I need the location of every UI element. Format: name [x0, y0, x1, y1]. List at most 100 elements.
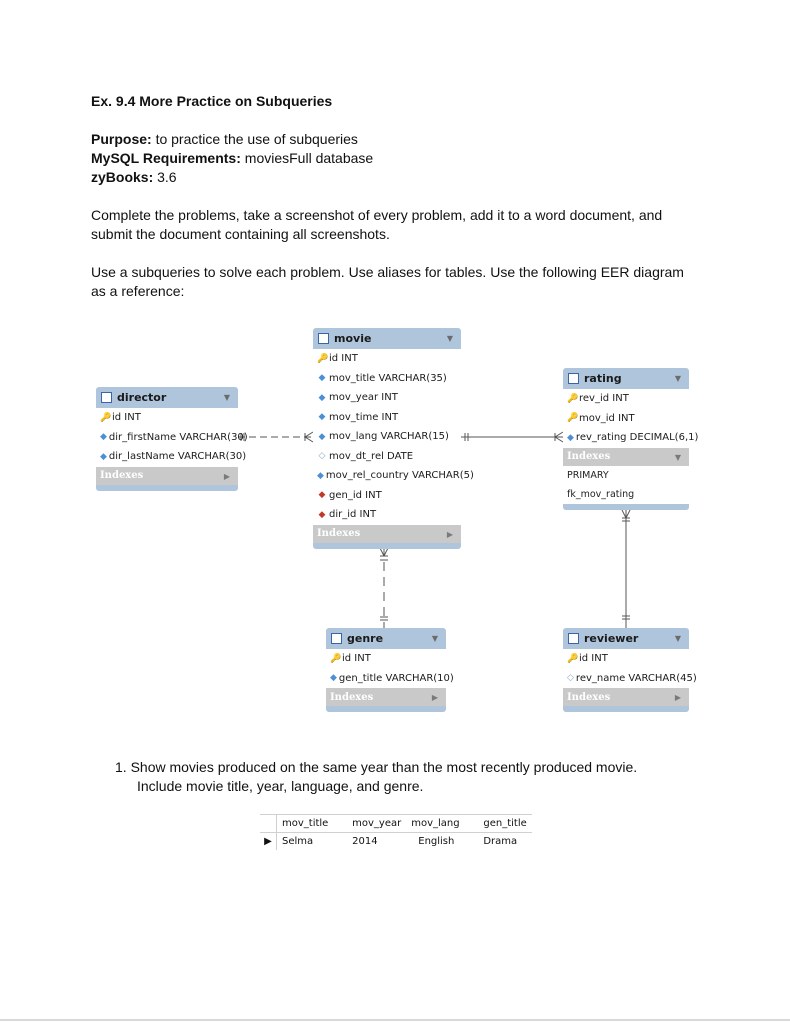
purpose-text: to practice the use of subqueries	[151, 131, 358, 147]
column-row: ◆gen_id INT	[313, 486, 461, 506]
column-label: dir_id INT	[329, 509, 377, 521]
column-diamond-icon: ◆	[100, 451, 107, 462]
mysql-text: moviesFull database	[240, 150, 374, 166]
table-icon	[331, 633, 342, 644]
indexes-label: Indexes	[567, 451, 611, 462]
question-1-line-1: 1. Show movies produced on the same year…	[115, 759, 638, 775]
row-gutter	[260, 814, 277, 833]
column-row: 🔑id INT	[96, 408, 238, 428]
instructions-line-1: Complete the problems, take a screenshot…	[91, 207, 663, 223]
column-row: ◆mov_time INT	[313, 408, 461, 428]
column-label: mov_id INT	[579, 412, 635, 424]
result-header-cell[interactable]: mov_year	[347, 814, 407, 833]
instructions-line-2: submit the document containing all scree…	[91, 226, 390, 242]
current-row-arrow-icon: ▶	[260, 832, 277, 850]
eer-relationships	[238, 431, 631, 628]
collapse-arrow-icon: ▼	[674, 374, 681, 383]
result-header-cell[interactable]: mov_lang	[406, 814, 479, 833]
column-row: ◇rev_name VARCHAR(45)	[563, 669, 697, 689]
column-row: 🔑rev_id INT	[563, 389, 689, 409]
subquery-note-line-1: Use a subqueries to solve each problem. …	[91, 264, 684, 280]
column-label: dir_lastName VARCHAR(30)	[108, 451, 247, 463]
column-diamond-icon: ◆	[317, 470, 324, 481]
column-row: ◆mov_title VARCHAR(35)	[313, 369, 461, 389]
foreign-key-diamond-icon: ◆	[318, 509, 326, 520]
column-label: rev_id INT	[579, 393, 629, 405]
column-diamond-icon: ◆	[318, 431, 326, 442]
nullable-diamond-icon: ◇	[567, 673, 574, 684]
foreign-key-diamond-icon: ◆	[318, 490, 326, 501]
collapse-arrow-icon: ▼	[674, 634, 681, 643]
collapse-arrow-icon: ▼	[446, 334, 453, 343]
column-label: id INT	[112, 412, 141, 424]
column-label: dir_firstName VARCHAR(30)	[108, 431, 248, 443]
foreign-key-icon: 🔑	[567, 413, 579, 424]
table-icon	[101, 392, 112, 403]
column-label: mov_time INT	[329, 411, 399, 423]
page-bottom-edge	[0, 1019, 790, 1021]
column-diamond-icon: ◆	[567, 432, 574, 443]
mysql-line: MySQL Requirements: moviesFull database	[91, 149, 373, 168]
column-diamond-icon: ◆	[318, 412, 326, 423]
result-header-cell[interactable]: gen_title	[478, 814, 532, 833]
table-row[interactable]: ▶ Selma 2014 English Drama	[260, 832, 532, 850]
subquery-note-line-2: as a reference:	[91, 283, 185, 299]
indexes-bar: Indexes▶	[326, 688, 446, 706]
table-name: director	[117, 391, 167, 404]
result-cell[interactable]: 2014	[352, 836, 378, 847]
rating-table: rating▼ 🔑rev_id INT 🔑mov_id INT ◆rev_rat…	[563, 368, 698, 510]
movie-table: movie▼ 🔑id INT ◆mov_title VARCHAR(35) ◆m…	[313, 328, 474, 549]
result-cell[interactable]: Drama	[483, 836, 518, 847]
exercise-title: Ex. 9.4 More Practice on Subqueries	[91, 93, 333, 109]
column-diamond-icon: ◆	[330, 673, 337, 684]
column-label: gen_title VARCHAR(10)	[338, 672, 454, 684]
indexes-label: Indexes	[567, 691, 611, 703]
zybooks-text: 3.6	[153, 169, 177, 185]
column-row: ◆dir_firstName VARCHAR(30)	[96, 428, 248, 448]
column-row: ◆mov_lang VARCHAR(15)	[313, 427, 461, 447]
indexes-bar: Indexes ▶	[313, 524, 461, 543]
table-icon	[568, 633, 579, 644]
purpose-label: Purpose:	[91, 131, 152, 147]
column-label: mov_rel_country VARCHAR(5)	[325, 470, 474, 482]
collapse-arrow-icon: ▼	[431, 634, 438, 643]
indexes-label: Indexes	[100, 470, 144, 481]
index-item: fk_mov_rating	[567, 488, 635, 500]
primary-key-icon: 🔑	[317, 353, 329, 364]
director-table: director ▼ 🔑id INT ◆dir_firstName VARCHAR…	[96, 387, 248, 491]
column-row: ◆mov_year INT	[313, 388, 461, 408]
column-row: ◆dir_lastName VARCHAR(30)	[96, 447, 246, 467]
table-name: genre	[347, 632, 384, 645]
column-diamond-icon: ◆	[318, 373, 326, 384]
indexes-bar: Indexes ▼	[563, 447, 689, 466]
column-label: rev_name VARCHAR(45)	[575, 672, 697, 684]
question-1-line-2: Include movie title, year, language, and…	[137, 778, 424, 794]
collapse-arrow-icon: ▼	[223, 393, 230, 402]
expand-arrow-icon: ▶	[446, 528, 453, 539]
table-icon	[318, 333, 329, 344]
expand-arrow-icon: ▶	[431, 692, 438, 702]
result-header-cell[interactable]: mov_title	[276, 814, 348, 833]
indexes-label: Indexes	[317, 528, 361, 539]
reviewer-table: reviewer▼ 🔑id INT ◇rev_name VARCHAR(45) …	[563, 628, 697, 712]
column-row: 🔑id INT	[563, 649, 689, 669]
genre-table: genre▼ 🔑id INT ◆gen_title VARCHAR(10) In…	[326, 628, 454, 712]
collapse-arrow-icon: ▼	[674, 451, 681, 462]
indexes-bar: Indexes▶	[96, 466, 238, 485]
column-row: 🔑id INT	[313, 349, 461, 369]
result-cell[interactable]: Selma	[282, 836, 314, 847]
result-cell[interactable]: English	[418, 836, 455, 847]
zybooks-label: zyBooks:	[91, 169, 154, 185]
column-row: ◆rev_rating DECIMAL(6,1)	[563, 428, 698, 448]
column-label: rev_rating DECIMAL(6,1)	[575, 432, 699, 444]
nullable-diamond-icon: ◇	[318, 451, 326, 462]
primary-key-icon: 🔑	[330, 653, 342, 664]
table-name: reviewer	[584, 632, 639, 645]
column-row: ◆mov_rel_country VARCHAR(5)	[313, 466, 474, 486]
table-name: movie	[334, 332, 372, 345]
index-item: PRIMARY	[567, 469, 609, 481]
column-row: ◇mov_dt_rel DATE	[313, 447, 461, 467]
expand-arrow-icon: ▶	[674, 692, 681, 702]
primary-key-icon: 🔑	[567, 653, 579, 664]
zybooks-line: zyBooks: 3.6	[91, 168, 177, 187]
